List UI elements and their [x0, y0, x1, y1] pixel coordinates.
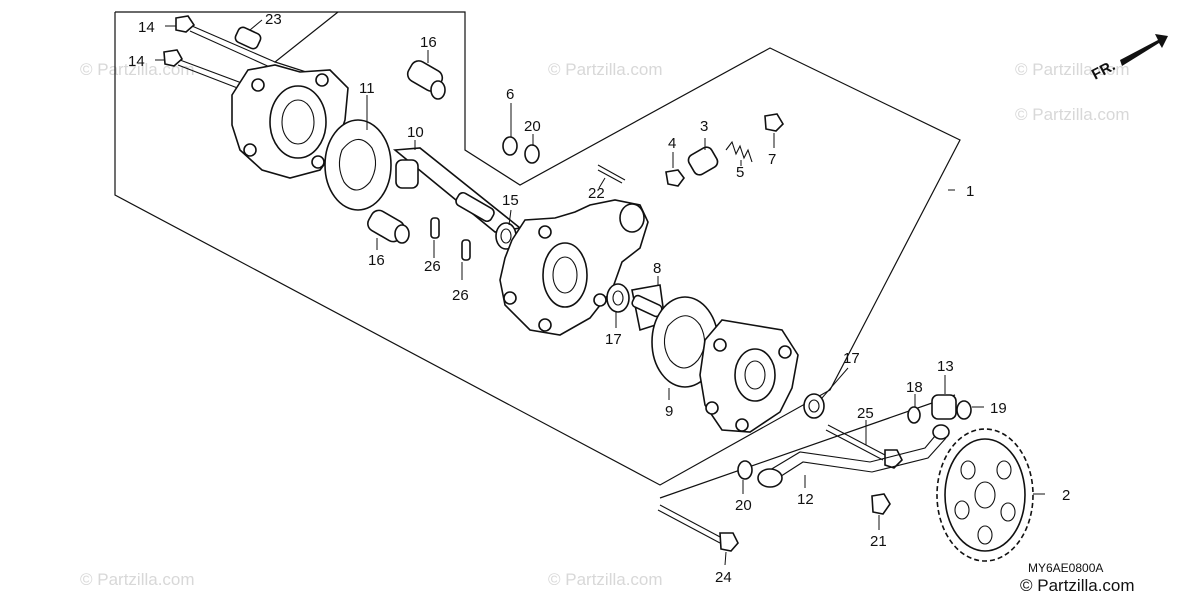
- callout-20-lower: 20: [735, 497, 752, 514]
- callout-1: 1: [966, 183, 974, 200]
- callout-12: 12: [797, 491, 814, 508]
- oil-seal-17-lower: [803, 393, 825, 419]
- leader-lines: [155, 19, 1045, 566]
- dowel-pin-16-upper: [406, 60, 446, 100]
- front-direction-arrow-icon: [1120, 34, 1168, 66]
- callout-11: 11: [359, 80, 375, 97]
- callout-8: 8: [653, 260, 661, 277]
- dowel-pin-16-lower: [367, 209, 410, 244]
- washer-18: [907, 406, 921, 424]
- watermark: © Partzilla.com: [548, 60, 663, 79]
- dowel-pin-23: [234, 26, 262, 50]
- nut-21: [871, 493, 891, 515]
- callout-17-upper: 17: [605, 331, 622, 348]
- callout-3: 3: [700, 118, 708, 135]
- callout-9: 9: [665, 403, 673, 420]
- callout-19: 19: [990, 400, 1007, 417]
- pin-26-upper: [430, 217, 440, 239]
- watermark: © Partzilla.com: [1015, 105, 1130, 124]
- callout-18: 18: [906, 379, 923, 396]
- cotter-pin-22: [597, 164, 626, 184]
- callout-26-lower: 26: [452, 287, 469, 304]
- collar-13: [931, 394, 957, 420]
- oil-pipe-12: [757, 424, 950, 488]
- washer-19: [956, 400, 972, 420]
- callout-2: 2: [1062, 487, 1070, 504]
- watermark: © Partzilla.com: [1015, 60, 1130, 79]
- assembly-frame-lower: [659, 394, 956, 499]
- callout-10: 10: [407, 124, 424, 141]
- pump-body-center: [499, 199, 649, 336]
- callout-15: 15: [502, 192, 519, 209]
- callout-22: 22: [588, 185, 605, 202]
- callout-16-upper: 16: [420, 34, 437, 51]
- assembly-frame-inner: [273, 11, 339, 76]
- callout-25: 25: [857, 405, 874, 422]
- pump-shaft-10: [392, 147, 522, 233]
- corner-brand: © Partzilla.com: [1020, 576, 1135, 595]
- callout-4: 4: [668, 135, 676, 152]
- callout-20-upper: 20: [524, 118, 541, 135]
- watermark: © Partzilla.com: [80, 570, 195, 589]
- washer-20-lower: [737, 460, 753, 480]
- outer-rotor-11: [324, 119, 392, 211]
- watermark: © Partzilla.com: [548, 570, 663, 589]
- callout-14-upper: 14: [138, 19, 155, 36]
- sprocket-2: [936, 428, 1034, 562]
- bolt-14-upper: [175, 15, 276, 69]
- callout-5: 5: [736, 164, 744, 181]
- assembly-frame-outer: [114, 11, 961, 486]
- washer-6: [502, 136, 518, 156]
- callout-24: 24: [715, 569, 732, 586]
- callout-26-upper: 26: [424, 258, 441, 275]
- callout-6: 6: [506, 86, 514, 103]
- pin-26-lower: [461, 239, 471, 261]
- bolt-24: [657, 504, 739, 552]
- callout-7: 7: [768, 151, 776, 168]
- callout-17-lower: 17: [843, 350, 860, 367]
- diagram-code: MY6AE0800A: [1028, 561, 1103, 575]
- callout-13: 13: [937, 358, 954, 375]
- relief-valve-parts: [665, 113, 785, 187]
- washer-20-upper: [524, 144, 540, 164]
- callout-23: 23: [265, 11, 282, 28]
- bolt-25: [825, 424, 903, 469]
- callout-14-lower: 14: [128, 53, 145, 70]
- callout-16-lower: 16: [368, 252, 385, 269]
- oil-seal-17-upper: [606, 283, 630, 313]
- callout-21: 21: [870, 533, 887, 550]
- pump-cover-right: [699, 319, 799, 433]
